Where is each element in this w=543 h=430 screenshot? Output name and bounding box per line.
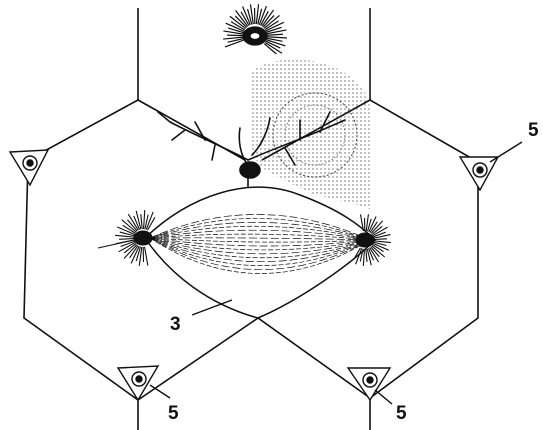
leader-line-muscle [192,300,232,315]
top-cell-ray [267,34,283,35]
label-cell-bottom-left: 5 [168,403,179,424]
vertex-cell-right [460,157,498,190]
vertex-cell-bottom-left-nucleolus [136,376,142,382]
vertex-cell-bottom-left [118,366,158,400]
label-cell-right: 5 [528,120,539,141]
left-cell-ray [145,247,148,266]
top-cell-nucleus-center [250,33,260,40]
hexagon-right-edge [370,100,478,430]
top-cell-ray [267,30,287,34]
hexagon-left-edge [24,100,138,430]
right-cell-ray [374,241,391,243]
branch-up-left-sub2 [172,130,185,140]
top-cell-ray [267,37,287,38]
label-muscle-cell: 3 [170,314,181,335]
top-cell-ray [223,37,243,39]
muscle-bundle [145,187,375,318]
left-stellate-cell [98,210,155,266]
right-cell-nucleus [356,233,374,247]
vertex-cell-left [10,150,48,185]
right-cell-ray [366,249,367,262]
top-stellate-cell [223,4,287,54]
left-cell-ray [119,239,134,240]
vertex-cell-right-nucleolus [477,167,483,173]
branching-cell-body [240,162,260,178]
muscle-bundle-outline [145,187,375,318]
vertex-cell-bottom-right-nucleolus [367,377,373,383]
right-cell-ray [374,239,387,240]
vertex-cell-left-nucleolus [27,160,33,166]
left-cell-ray [115,235,134,237]
branch-up-left-sub3 [212,145,215,160]
label-cell-bottom-right: 5 [396,403,407,424]
left-cell-ray [141,214,142,229]
top-cell-ray [227,35,243,36]
leader-line-bottom-left [150,385,170,398]
right-stellate-cell [354,214,391,266]
vertex-cell-bottom-right [348,368,390,400]
leader-line-right [490,142,522,162]
left-cell-ray [144,210,145,229]
leader-line-bottom-right [375,390,392,404]
